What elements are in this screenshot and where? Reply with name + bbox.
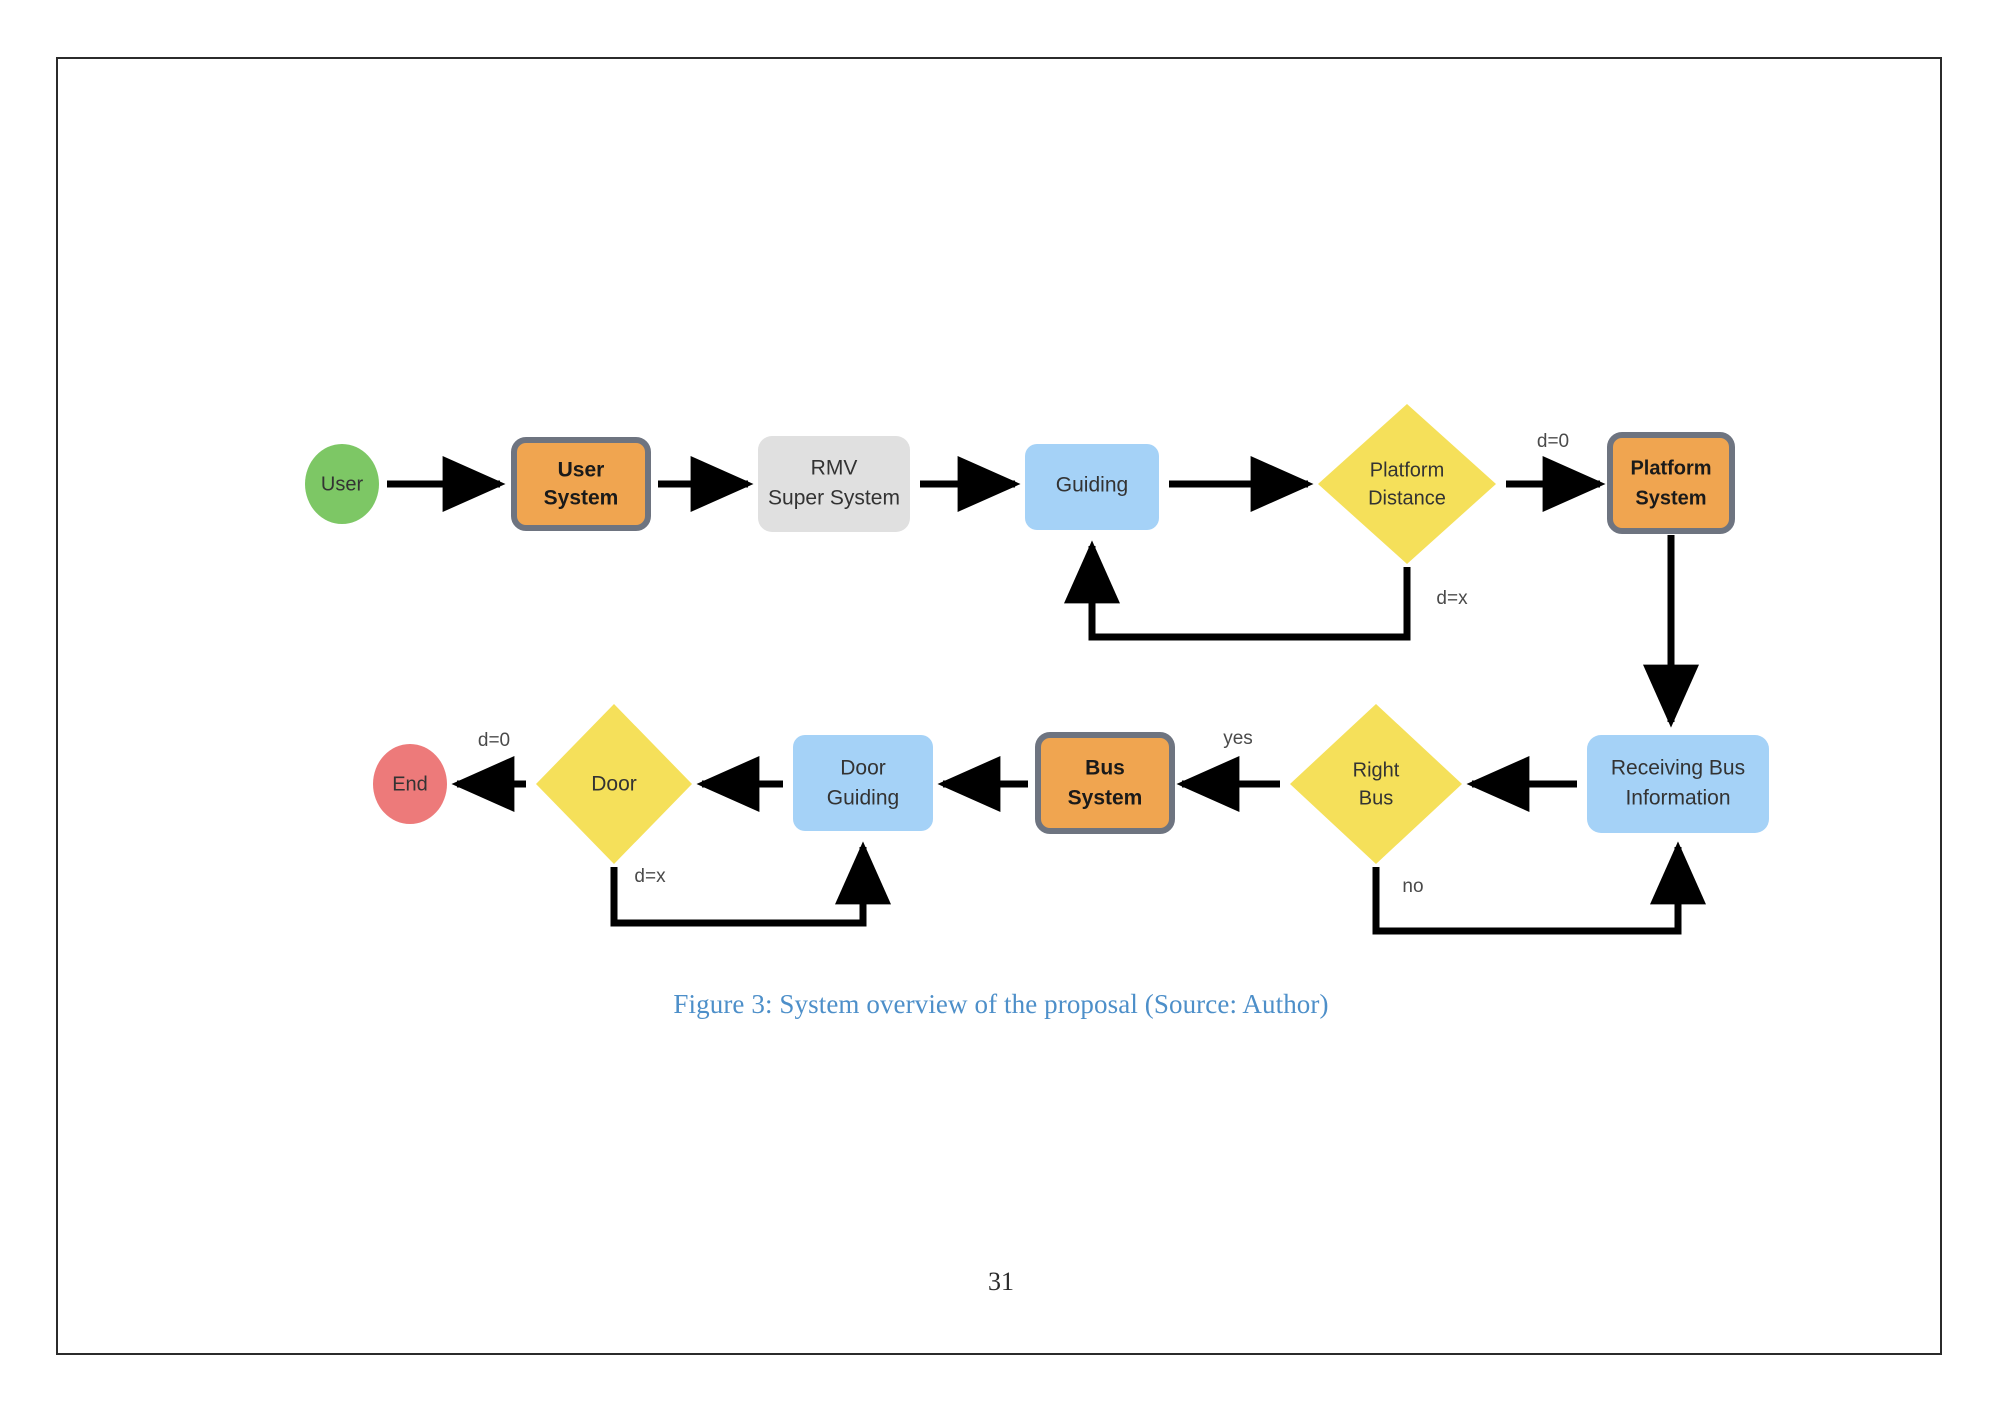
node-bus-system-label-2: System — [1068, 787, 1143, 810]
node-platform-distance[interactable]: Platform Distance — [1318, 404, 1496, 564]
page-number: 31 — [988, 1267, 1014, 1296]
node-platform-system[interactable]: Platform System — [1607, 432, 1735, 534]
flowchart-svg: User User System RMV Super System Guidin… — [305, 404, 1769, 935]
edge-label-door-dx: d=x — [634, 866, 666, 887]
edge-label-platform-d0: d=0 — [1537, 431, 1569, 452]
edge-platform-distance-loop-to-guiding — [1064, 540, 1411, 641]
bus-system-rect-shape — [1035, 732, 1175, 834]
rmv-rect-shape — [758, 436, 910, 532]
node-rmv-label-2: Super System — [768, 487, 900, 510]
node-receiving-bus-information[interactable]: Receiving Bus Information — [1587, 735, 1769, 833]
node-bus-system[interactable]: Bus System — [1035, 732, 1175, 834]
node-door-guiding-label-2: Guiding — [827, 787, 899, 810]
node-platform-system-label-1: Platform — [1630, 457, 1711, 479]
edge-label-right-bus-yes: yes — [1223, 728, 1253, 749]
node-user[interactable]: User — [305, 444, 379, 524]
node-platform-distance-label-2: Distance — [1368, 487, 1446, 509]
right-bus-diamond-shape — [1290, 704, 1462, 864]
receiving-bus-information-rect-shape — [1587, 735, 1769, 833]
node-user-system[interactable]: User System — [511, 437, 651, 531]
node-end[interactable]: End — [373, 744, 447, 824]
node-rmv-super-system[interactable]: RMV Super System — [758, 436, 910, 532]
edge-right-bus-loop-to-receiving-bus-information — [1372, 841, 1706, 935]
user-system-rect-shape — [511, 437, 651, 531]
platform-distance-diamond-shape — [1318, 404, 1496, 564]
node-right-bus-label-1: Right — [1353, 759, 1400, 781]
node-door-guiding[interactable]: Door Guiding — [793, 735, 933, 831]
edge-label-door-d0: d=0 — [478, 730, 510, 751]
platform-system-rect-shape — [1607, 432, 1735, 534]
user-ellipse-shape — [305, 444, 379, 524]
node-guiding[interactable]: Guiding — [1025, 444, 1159, 530]
document-page: User User System RMV Super System Guidin… — [56, 57, 1942, 1355]
node-bus-system-label-1: Bus — [1085, 757, 1125, 780]
end-ellipse-shape — [373, 744, 447, 824]
node-user-system-label-2: System — [544, 487, 619, 510]
guiding-rect-shape — [1025, 444, 1159, 530]
node-platform-distance-label-1: Platform — [1370, 459, 1444, 481]
node-receiving-bus-information-label-1: Receiving Bus — [1611, 757, 1745, 780]
node-right-bus-label-2: Bus — [1359, 787, 1393, 809]
node-door[interactable]: Door — [536, 704, 692, 864]
node-platform-system-label-2: System — [1635, 487, 1706, 509]
node-door-guiding-label-1: Door — [840, 757, 886, 780]
edge-label-right-bus-no: no — [1402, 876, 1423, 897]
node-guiding-label: Guiding — [1056, 474, 1128, 497]
edge-label-platform-dx: d=x — [1436, 588, 1468, 609]
figure-caption: Figure 3: System overview of the proposa… — [673, 989, 1329, 1019]
figure-canvas: User User System RMV Super System Guidin… — [58, 59, 1944, 1357]
node-door-label: Door — [591, 773, 637, 796]
node-user-label: User — [321, 473, 364, 495]
door-guiding-rect-shape — [793, 735, 933, 831]
node-right-bus[interactable]: Right Bus — [1290, 704, 1462, 864]
node-end-label: End — [392, 773, 428, 795]
node-receiving-bus-information-label-2: Information — [1625, 787, 1730, 810]
edge-door-loop-to-door-guiding — [610, 841, 891, 927]
node-rmv-label-1: RMV — [811, 457, 858, 480]
node-user-system-label-1: User — [558, 459, 605, 482]
door-diamond-shape — [536, 704, 692, 864]
